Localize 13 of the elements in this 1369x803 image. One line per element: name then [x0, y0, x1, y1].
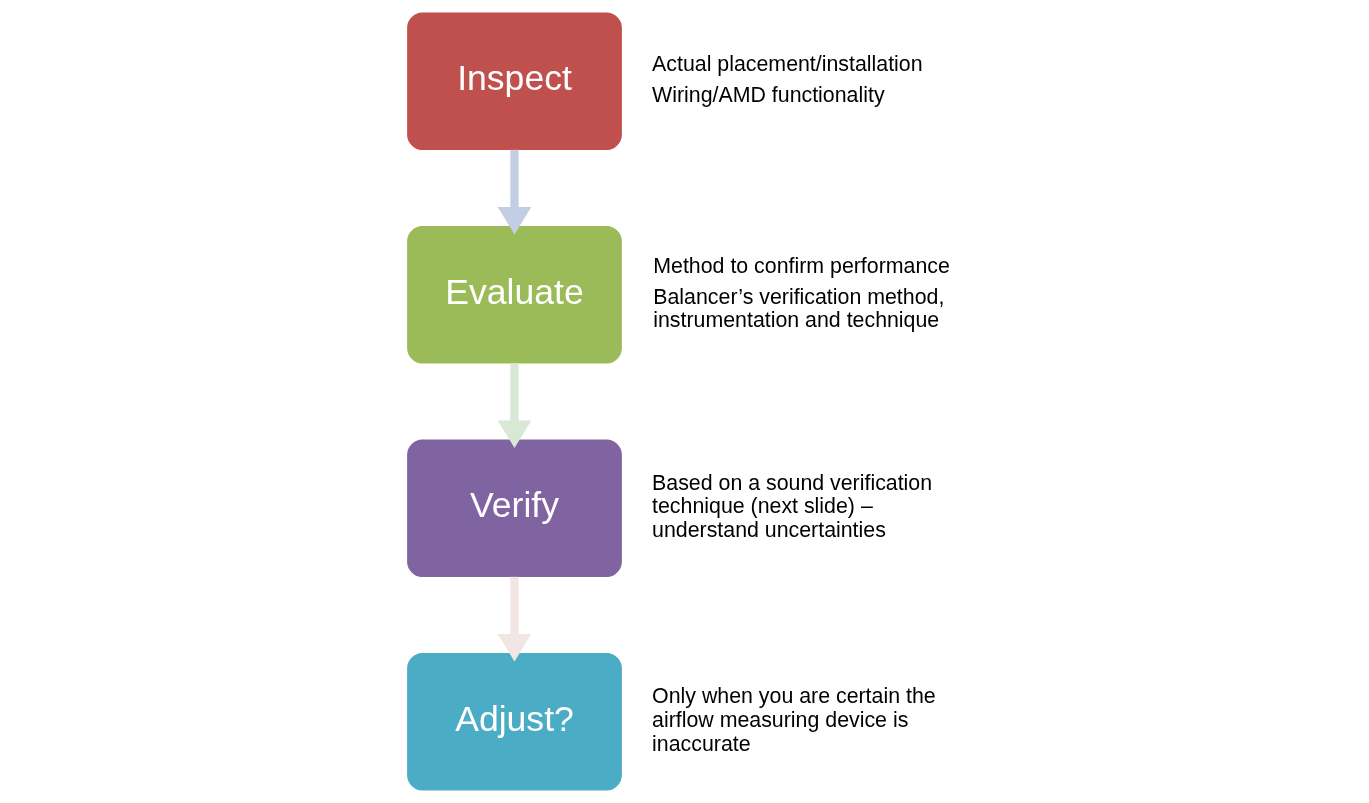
node-label: Only when you are certain the airflow measuring device is inaccurate: [651, 684, 936, 756]
arrow: [497, 363, 531, 448]
node-label: Balancer’s verification method, instrumentation and technique: [652, 284, 944, 333]
arrow: [497, 149, 531, 235]
arrow: [497, 576, 531, 662]
node-label: Based on a sound verification technique (next slide) – understand uncertainties: [651, 470, 932, 543]
node-box: Inspect: [406, 12, 622, 151]
node-label: Wiring/AMD functionality: [651, 82, 885, 107]
node-label: Method to confirm performance: [652, 253, 950, 278]
node-box: Verify: [406, 439, 622, 578]
node-box: Adjust?: [406, 652, 622, 791]
node-label: Actual placement/installation: [651, 52, 923, 77]
node-box: Evaluate: [406, 225, 622, 364]
